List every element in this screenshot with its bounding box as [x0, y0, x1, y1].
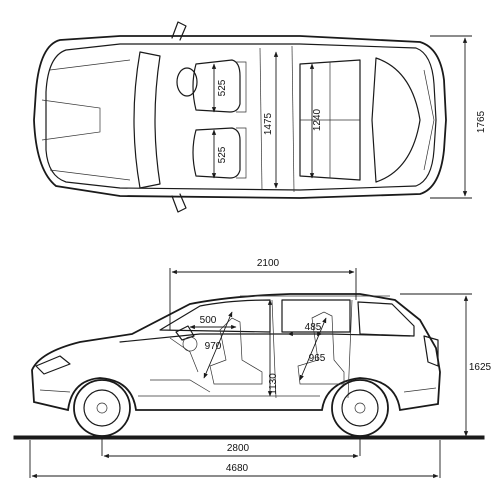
top-mirror-lower [171, 193, 187, 213]
dim-front-seat-width-lower: 525 [217, 146, 228, 163]
dim-interior-height: 1130 [268, 373, 279, 395]
top-view: 525 525 1475 1240 1765 [33, 21, 487, 213]
top-front-seat-upper [192, 59, 247, 113]
side-front-wheel [73, 379, 131, 437]
dim-overall-width: 1765 [476, 110, 487, 133]
dim-rear-headroom: 485 [305, 322, 322, 333]
dim-overall-height: 1625 [469, 362, 492, 373]
dim-front-seat-width-upper: 525 [217, 79, 228, 96]
dim-rear-legroom: 965 [309, 353, 326, 364]
side-view: 2100 500 970 485 965 1130 1625 2800 4680 [13, 258, 492, 479]
dim-cabin-width-front: 1475 [263, 112, 274, 135]
side-rear-wheel [331, 379, 389, 437]
top-body-outline [33, 35, 447, 199]
top-steering-wheel [176, 67, 198, 97]
top-windscreen [133, 51, 161, 189]
ground-line [13, 435, 485, 440]
dim-front-headroom: 500 [200, 315, 217, 326]
dim-front-legroom: 970 [205, 341, 222, 352]
top-mirror-upper [171, 21, 187, 41]
side-body-outline [31, 293, 441, 412]
dim-cabin-length: 2100 [257, 258, 280, 269]
top-front-seat-lower [192, 127, 247, 179]
dim-overall-length: 4680 [226, 463, 249, 474]
side-rear-window [281, 299, 351, 333]
dim-wheelbase: 2800 [227, 443, 250, 454]
top-body-inner [45, 43, 437, 191]
dim-cabin-width-rear: 1240 [312, 108, 323, 131]
top-rear-window [371, 57, 421, 183]
side-quarter-window [357, 301, 415, 337]
top-rear-seat [299, 59, 361, 181]
